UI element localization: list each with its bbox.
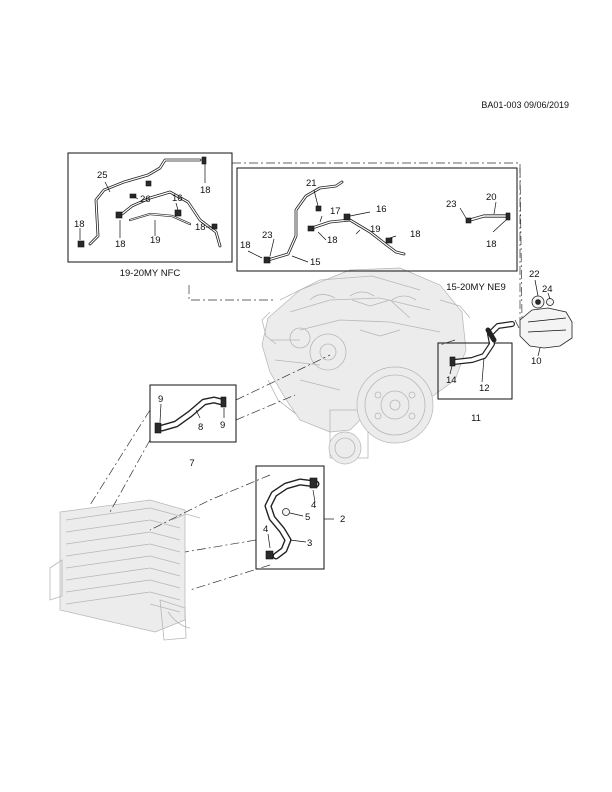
group-7: 9 9 8 — [149, 384, 237, 443]
group-label-11: 11 — [471, 413, 481, 424]
group-nfc: 25 26 16 18 18 18 18 19 — [67, 152, 233, 263]
callout-18-nfc-top: 18 — [200, 185, 211, 196]
engine-illustration — [261, 267, 471, 465]
callout-25: 25 — [97, 170, 108, 181]
callout-4-top: 4 — [311, 500, 316, 511]
group-label-ne9: 15-20MY NE9 — [446, 282, 506, 293]
callout-22: 22 — [529, 269, 540, 280]
ne9-box — [236, 167, 518, 272]
callout-5: 5 — [305, 512, 310, 523]
callout-23-ne9-right: 23 — [446, 199, 457, 210]
callout-24: 24 — [542, 284, 553, 295]
callout-17: 17 — [330, 206, 341, 217]
callout-18-ne9-right: 18 — [410, 229, 421, 240]
group-2: 4 5 4 3 — [255, 465, 325, 570]
callout-18-ne9-far-right: 18 — [486, 239, 497, 250]
callout-8: 8 — [198, 422, 203, 433]
callout-18-nfc-right: 18 — [195, 222, 206, 233]
group-ne9: 21 17 16 19 18 18 23 18 15 23 20 18 — [236, 167, 518, 272]
group-2-box — [255, 465, 325, 570]
radiator-illustration — [49, 499, 201, 641]
callout-15: 15 — [310, 257, 321, 268]
group-label-2: 2 — [340, 514, 345, 525]
group-11-box — [437, 342, 513, 400]
callout-18-ne9-left: 18 — [240, 240, 251, 251]
callout-19-ne9: 19 — [370, 224, 381, 235]
callout-23-ne9-left: 23 — [262, 230, 273, 241]
callout-21: 21 — [306, 178, 317, 189]
callout-18-ne9-mid: 18 — [327, 235, 338, 246]
callout-18-nfc-left: 18 — [74, 219, 85, 230]
diagram-code: BA01-003 09/06/2019 — [481, 100, 569, 110]
reservoir-assembly: 22 24 10 — [519, 269, 573, 367]
callout-9-right: 9 — [220, 420, 225, 431]
group-7-box — [149, 384, 237, 443]
callout-16-ne9: 16 — [376, 204, 387, 215]
callout-19-nfc: 19 — [150, 235, 161, 246]
callout-18-nfc-mid: 18 — [115, 239, 126, 250]
group-label-7: 7 — [189, 458, 194, 469]
callout-9-left: 9 — [158, 394, 163, 405]
group-11: 14 12 — [437, 321, 515, 400]
callout-3: 3 — [307, 538, 312, 549]
group-label-nfc: 19-20MY NFC — [120, 268, 181, 279]
callout-4-bottom: 4 — [263, 524, 268, 535]
callout-16-nfc: 16 — [172, 193, 183, 204]
callout-12: 12 — [479, 383, 490, 394]
callout-10: 10 — [531, 356, 542, 367]
nfc-box — [67, 152, 233, 263]
callout-14: 14 — [446, 375, 457, 386]
callout-20: 20 — [486, 192, 497, 203]
callout-26: 26 — [140, 194, 151, 205]
